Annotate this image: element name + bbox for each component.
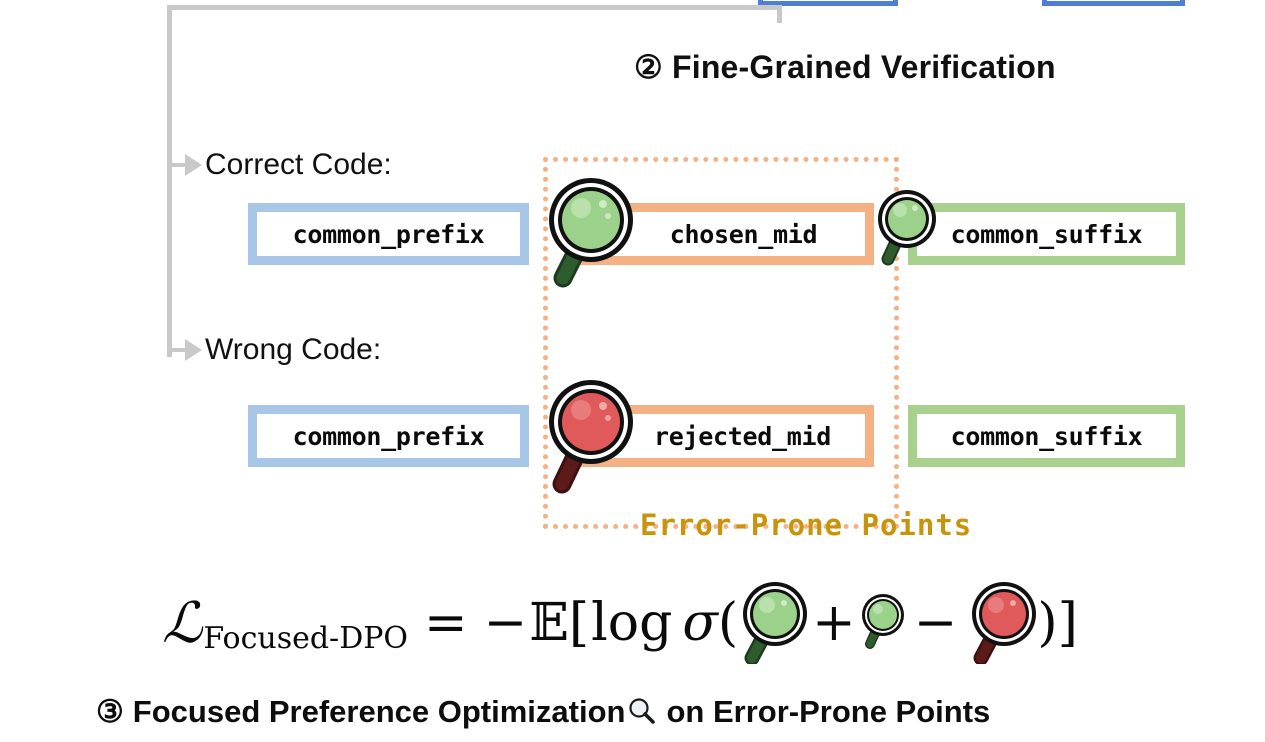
- cropped-blue-box-right: [1042, 0, 1185, 6]
- bracket-open: [: [568, 593, 590, 653]
- error-prone-points-label: Error-Prone Points: [640, 508, 973, 542]
- equals-sign: =: [424, 593, 468, 653]
- connector-top-horizontal: [167, 5, 782, 10]
- correct-common-prefix-text: common_prefix: [292, 219, 485, 249]
- wrong-common-prefix-text: common_prefix: [292, 421, 485, 451]
- arrow-head-wrong: [185, 339, 202, 361]
- wrong-common-prefix-box: common_prefix: [248, 405, 529, 467]
- wrong-common-suffix-box: common_suffix: [908, 405, 1185, 467]
- stage3-text-before: Focused Preference Optimization: [132, 694, 626, 729]
- connector-main-vertical: [167, 5, 172, 357]
- paren-close: ): [1037, 593, 1058, 653]
- formula-chosen-mid-magnifier: [738, 578, 808, 668]
- chosen-mid-text: chosen_mid: [669, 219, 818, 249]
- connector-top-right-stub: [777, 5, 782, 23]
- stage3-number: ③: [96, 694, 124, 729]
- connector-branch-correct: [167, 163, 189, 167]
- paren-open: (: [717, 593, 739, 653]
- sigma-symbol: σ: [682, 593, 718, 653]
- correct-common-suffix-box: common_suffix: [908, 203, 1185, 265]
- loss-symbol: ℒ: [162, 590, 203, 656]
- expectation-symbol: 𝔼: [529, 593, 569, 653]
- error-prone-region: [543, 157, 899, 529]
- rejected-mid-text: rejected_mid: [653, 421, 831, 451]
- stage3-caption: ③ Focused Preference Optimization on Err…: [96, 694, 990, 730]
- cropped-blue-box-left: [758, 0, 898, 6]
- log-operator: log: [591, 593, 673, 653]
- stage2-title: ② Fine-Grained Verification: [634, 49, 1056, 85]
- magnifier-green-large-chosen: [545, 172, 637, 290]
- magnifier-icon: [627, 697, 657, 727]
- correct-common-suffix-text: common_suffix: [950, 219, 1143, 249]
- row-label-correct-code: Correct Code:: [205, 148, 392, 181]
- formula-minus-sign: −: [913, 593, 958, 653]
- magnifier-red-large-rejected: [545, 374, 637, 499]
- arrow-head-correct: [185, 154, 202, 176]
- leading-minus: −: [483, 593, 528, 653]
- wrong-common-suffix-text: common_suffix: [950, 421, 1143, 451]
- focused-dpo-formula: ℒ Focused-DPO = − 𝔼 [ log σ ( +: [162, 578, 1078, 668]
- formula-rejected-mid-magnifier: [967, 578, 1037, 668]
- bracket-close: ]: [1057, 593, 1078, 653]
- magnifier-green-small-suffix: [875, 185, 937, 270]
- formula-common-suffix-magnifier: [860, 591, 904, 655]
- loss-subscript: Focused-DPO: [203, 621, 409, 656]
- stage3-text-after: on Error-Prone Points: [666, 694, 991, 729]
- plus-sign: +: [812, 593, 856, 653]
- row-label-wrong-code: Wrong Code:: [205, 333, 382, 366]
- correct-common-prefix-box: common_prefix: [248, 203, 529, 265]
- connector-branch-wrong: [167, 348, 189, 352]
